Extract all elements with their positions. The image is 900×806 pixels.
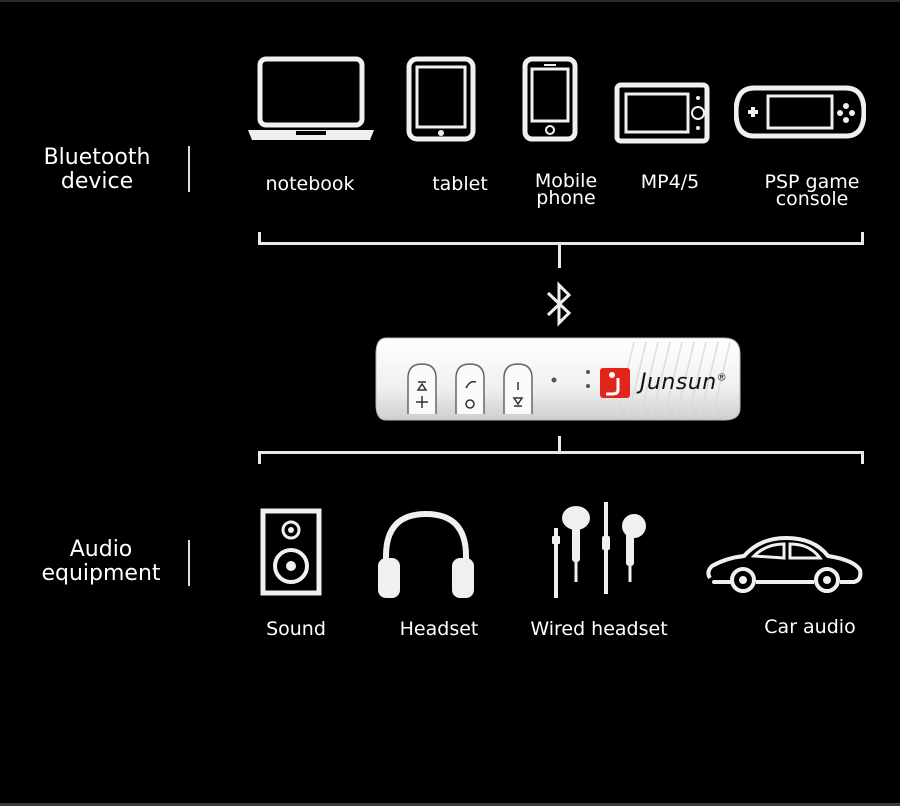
headphones-icon: [378, 510, 474, 598]
bluetooth-device-label: Bluetooth device: [30, 146, 164, 194]
mobile-phone-label: Mobile phone: [516, 170, 616, 209]
tablet-label-text: tablet: [432, 173, 488, 195]
bluetooth-label-line2: device: [60, 169, 134, 194]
psp-console-label: PSP game console: [752, 171, 872, 210]
psp-label-line1: PSP game: [764, 171, 860, 193]
headset-label-text: Headset: [399, 618, 479, 640]
notebook-label-text: notebook: [265, 173, 355, 195]
psp-label-line2: console: [775, 188, 849, 210]
tablet-label: tablet: [410, 173, 510, 195]
top-connector: [558, 244, 561, 268]
mp4-player-label: MP4/5: [622, 171, 718, 193]
sound-label-text: Sound: [266, 618, 326, 640]
wired-headset-label-text: Wired headset: [530, 618, 668, 640]
notebook-label: notebook: [250, 173, 370, 195]
bottom-bracket: [258, 451, 864, 464]
bottom-border: [0, 803, 900, 806]
mp4-player-icon: [614, 82, 710, 144]
bluetooth-label-separator: [188, 146, 190, 192]
mp4-label-text: MP4/5: [640, 171, 700, 193]
mobile-phone-icon: [522, 56, 578, 142]
bluetooth-label-line1: Bluetooth: [43, 145, 151, 170]
brand-text: Junsun: [640, 370, 717, 395]
car-audio-label-text: Car audio: [764, 616, 856, 638]
mobile-label-line2: phone: [536, 187, 596, 209]
headset-label: Headset: [386, 618, 492, 640]
audio-label-line2: equipment: [41, 561, 161, 586]
top-bracket: [258, 232, 864, 245]
laptop-icon: [248, 56, 374, 140]
car-audio-label: Car audio: [752, 616, 868, 638]
wired-headset-label: Wired headset: [524, 618, 674, 640]
earphones-icon: [552, 502, 646, 598]
audio-label-separator: [188, 540, 190, 586]
sound-label: Sound: [246, 618, 346, 640]
top-border: [0, 0, 900, 2]
psp-console-icon: [734, 85, 866, 139]
bottom-connector: [558, 436, 561, 454]
mobile-label-line1: Mobile: [534, 170, 598, 192]
tablet-icon: [406, 56, 476, 142]
brand-name: Junsun®: [640, 370, 727, 395]
bluetooth-icon: [546, 281, 572, 327]
registered-mark: ®: [716, 372, 728, 384]
bluetooth-receiver-device: [375, 337, 741, 421]
audio-equipment-label: Audio equipment: [34, 538, 168, 586]
car-icon: [706, 536, 863, 593]
audio-label-line1: Audio: [69, 537, 133, 562]
speaker-icon: [260, 508, 322, 596]
